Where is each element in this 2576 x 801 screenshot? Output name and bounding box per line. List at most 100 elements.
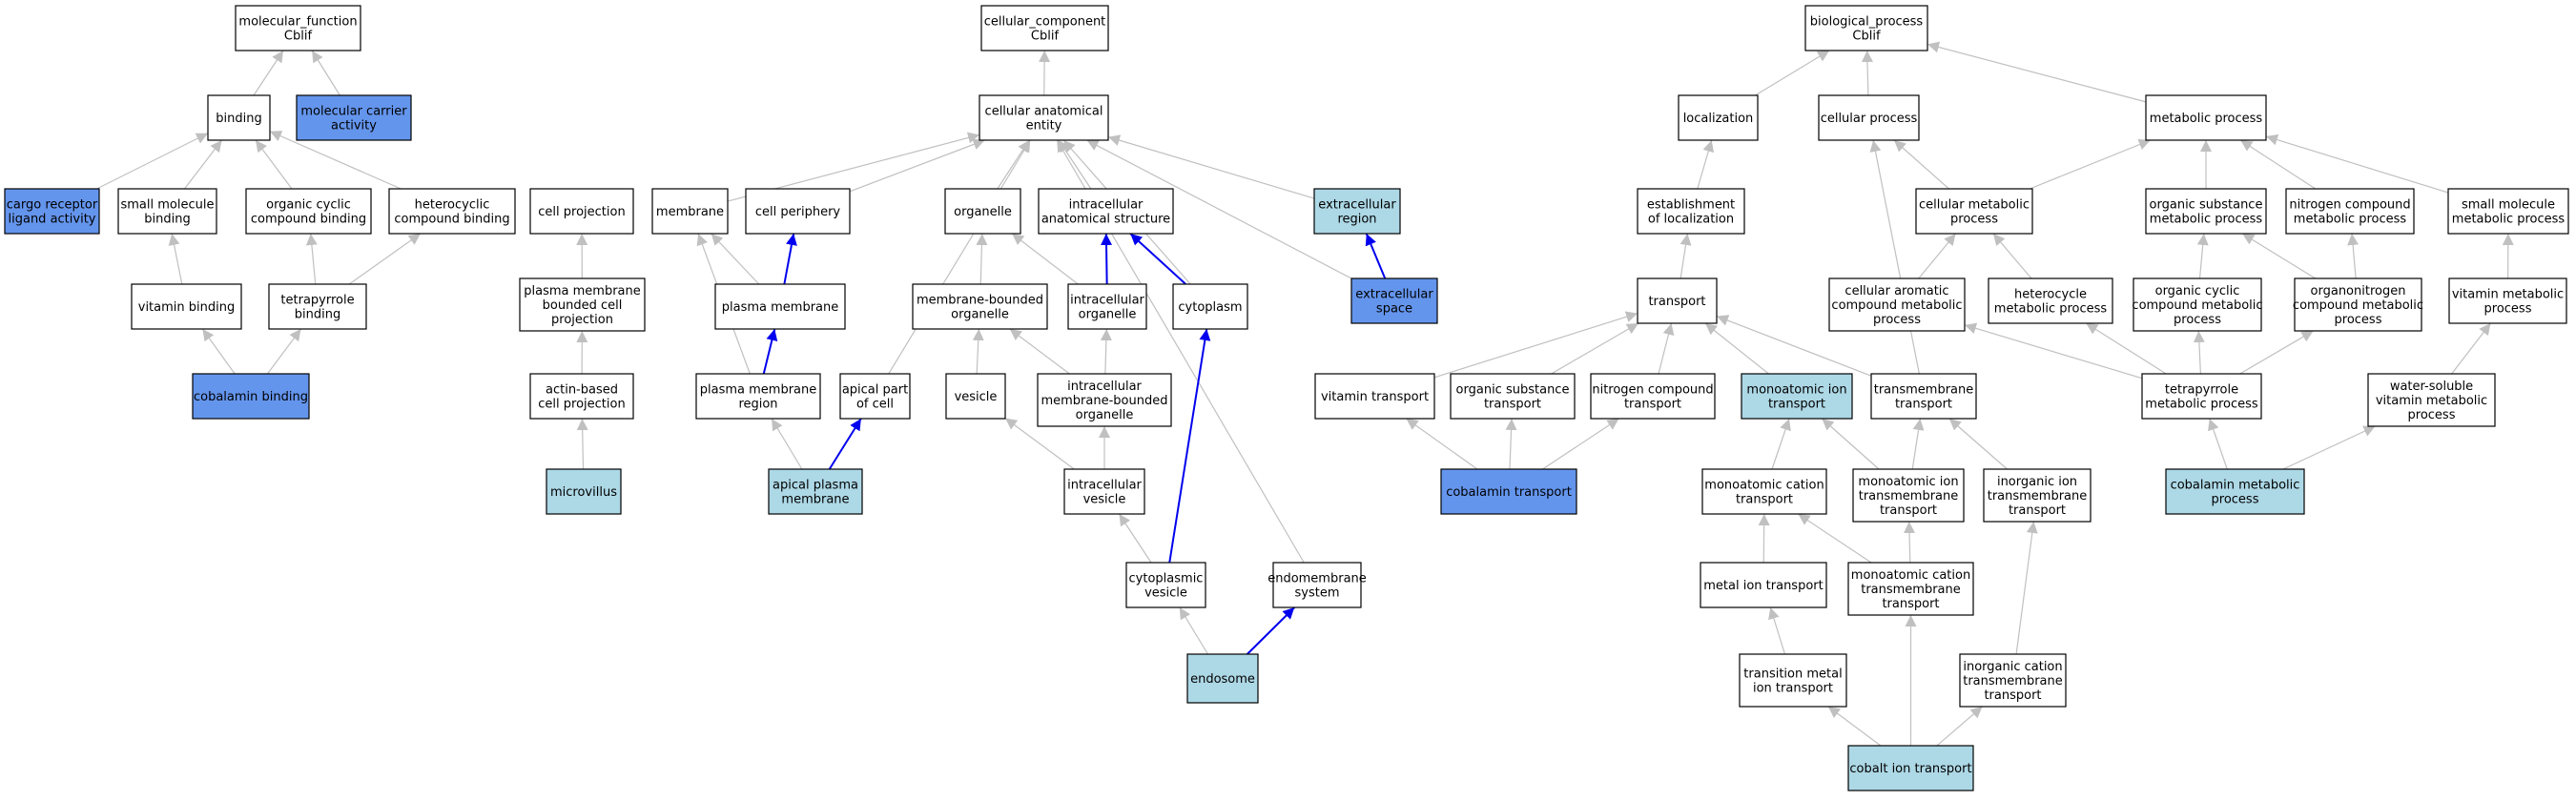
edge-cobtr-to-vittr bbox=[1406, 418, 1478, 470]
node-label: heterocycle bbox=[2014, 288, 2087, 302]
edge-layer bbox=[96, 41, 2514, 747]
node-endosome: endosome bbox=[1186, 653, 1259, 704]
node-box bbox=[1701, 468, 1827, 515]
edge-tpmp-to-hcmp bbox=[2085, 322, 2167, 375]
edge-macttt-to-mact bbox=[1798, 513, 1872, 564]
node-box bbox=[2141, 373, 2262, 420]
node-label: compound metabolic bbox=[2293, 298, 2423, 313]
node-box bbox=[1959, 653, 2067, 708]
node-label: of cell bbox=[856, 398, 894, 412]
node-label: plasma membrane bbox=[524, 284, 641, 298]
node-label: organelle bbox=[954, 205, 1012, 219]
node-label: transmembrane bbox=[1859, 489, 1959, 503]
node-label: membrane-bounded bbox=[1041, 394, 1167, 408]
node-label: bounded cell bbox=[543, 298, 623, 313]
node-label: Cblif bbox=[1852, 30, 1881, 44]
node-box bbox=[979, 94, 1109, 141]
edge-mca-to-mf bbox=[311, 50, 340, 96]
node-label: binding bbox=[216, 112, 261, 126]
edge-extreg-to-cae bbox=[1107, 134, 1315, 199]
node-label: endomembrane bbox=[1267, 572, 1367, 586]
node-label: cellular aromatic bbox=[1844, 284, 1948, 298]
node-vittr: vitamin transport bbox=[1314, 373, 1435, 420]
node-box bbox=[529, 373, 634, 420]
node-label: biological_process bbox=[1810, 15, 1924, 30]
node-label: vesicle bbox=[1144, 586, 1187, 601]
node-label: heterocyclic bbox=[415, 198, 490, 213]
edge-hccb-to-binding bbox=[269, 131, 402, 190]
node-cellper: cell periphery bbox=[745, 188, 851, 235]
node-box bbox=[131, 283, 242, 330]
node-label: cargo receptor bbox=[7, 198, 98, 213]
node-box bbox=[2367, 373, 2496, 427]
node-label: plasma membrane bbox=[700, 383, 817, 398]
node-box bbox=[2145, 94, 2267, 141]
node-label: organelle bbox=[1079, 308, 1137, 322]
node-label: entity bbox=[1026, 119, 1062, 134]
node-label: ligand activity bbox=[9, 213, 96, 227]
node-label: process bbox=[2212, 493, 2259, 507]
edge-cytves-to-cytoplasm bbox=[1168, 328, 1211, 564]
edge-cytoplasm-to-ias bbox=[1129, 233, 1186, 285]
edge-crla-to-binding bbox=[96, 133, 209, 190]
node-label: microvillus bbox=[550, 485, 617, 500]
edge-cobtr-to-ostr bbox=[1505, 418, 1517, 470]
node-label: extracellular bbox=[1355, 288, 1433, 302]
node-label: transport bbox=[1484, 398, 1541, 412]
node-label: transmembrane bbox=[1874, 383, 1974, 398]
node-box bbox=[117, 188, 217, 235]
node-label: membrane bbox=[656, 205, 724, 219]
node-cobtr: cobalamin transport bbox=[1440, 468, 1577, 515]
node-label: localization bbox=[1683, 112, 1754, 126]
node-label: Cblif bbox=[1031, 30, 1060, 44]
node-box bbox=[235, 5, 361, 51]
edge-macttt-to-moitt bbox=[1904, 521, 1916, 564]
node-box bbox=[945, 373, 1006, 420]
edge-tpmp-to-occmp bbox=[2193, 330, 2205, 375]
node-label: region bbox=[738, 398, 777, 412]
node-label: projection bbox=[551, 313, 613, 327]
node-box bbox=[768, 468, 863, 515]
node-box bbox=[207, 94, 271, 141]
node-box bbox=[1739, 653, 1847, 708]
node-membrane: membrane bbox=[651, 188, 729, 235]
node-label: activity bbox=[331, 119, 377, 134]
edge-ias-to-cae bbox=[1058, 139, 1092, 190]
node-label: cytoplasm bbox=[1178, 300, 1242, 315]
node-label: binding bbox=[295, 308, 340, 322]
edge-vesicle-to-mbo bbox=[972, 328, 984, 375]
node-vesicle: vesicle bbox=[945, 373, 1006, 420]
node-label: cell projection bbox=[538, 205, 625, 219]
edge-tpmp-to-cacmp bbox=[1964, 322, 2143, 380]
edge-occmp-to-osmp bbox=[2196, 233, 2209, 279]
edge-coboit-to-tmit bbox=[1827, 706, 1882, 747]
node-label: vitamin metabolic bbox=[2452, 288, 2564, 302]
node-metproc: metabolic process bbox=[2145, 94, 2267, 141]
edge-extspace-to-extreg bbox=[1365, 233, 1387, 279]
node-cellproj: cell projection bbox=[529, 188, 634, 235]
node-label: anatomical structure bbox=[1041, 213, 1170, 227]
node-microvillus: microvillus bbox=[546, 468, 622, 515]
node-label: of localization bbox=[1648, 213, 1734, 227]
node-label: transition metal bbox=[1743, 668, 1842, 682]
node-label: compound metabolic bbox=[1831, 298, 1962, 313]
node-label: metabolic process bbox=[2452, 213, 2566, 227]
edge-cellproc-to-bp bbox=[1861, 50, 1873, 96]
edge-tmit-to-metiont bbox=[1768, 606, 1786, 655]
node-label: metabolic process bbox=[2150, 213, 2263, 227]
edge-endosome-to-cytves bbox=[1179, 606, 1209, 655]
node-label: transmembrane bbox=[1988, 489, 2088, 503]
